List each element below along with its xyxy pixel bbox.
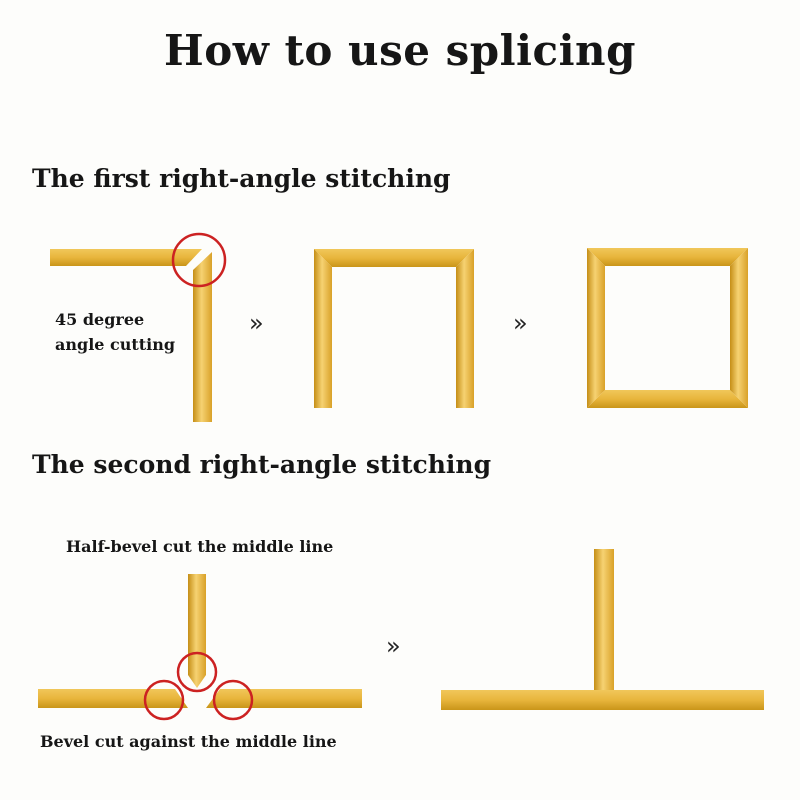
- page-title: How to use splicing: [164, 26, 636, 75]
- callout-angle-cutting: angle cutting: [55, 335, 176, 354]
- t-joint-assembled: [441, 549, 764, 710]
- vertical-middle-strip: [188, 574, 206, 688]
- callout-bevel-against: Bevel cut against the middle line: [40, 732, 337, 751]
- frame-bottom: [587, 390, 748, 408]
- right-horizontal-strip: [206, 689, 362, 708]
- frame-right: [730, 248, 748, 408]
- next-step-arrow-icon: »: [513, 309, 528, 337]
- frame-top: [587, 248, 748, 266]
- frame-top: [314, 249, 474, 267]
- next-step-arrow-icon: »: [249, 309, 264, 337]
- horizontal-strip: [50, 249, 202, 266]
- section-heading-second: The second right-angle stitching: [32, 450, 492, 479]
- frame-right: [456, 249, 474, 408]
- section-heading-first: The first right-angle stitching: [32, 164, 451, 193]
- vertical-strip: [193, 252, 212, 422]
- callout-half-bevel: Half-bevel cut the middle line: [66, 537, 334, 556]
- strip-pair-45-cut: [50, 232, 227, 422]
- square-frame: [587, 248, 748, 408]
- vertical-strip: [594, 549, 614, 692]
- frame-left: [587, 248, 605, 408]
- left-horizontal-strip: [38, 689, 188, 708]
- cut-marker-icon: [176, 651, 218, 693]
- next-step-arrow-icon: »: [386, 632, 401, 660]
- horizontal-strip: [441, 690, 764, 710]
- frame-left: [314, 249, 332, 408]
- callout-45-degree: 45 degree: [55, 310, 145, 329]
- cut-marker-icon: [212, 679, 254, 721]
- u-frame: [314, 249, 474, 408]
- t-joint-pieces: [38, 574, 362, 721]
- cut-marker-icon: [171, 232, 227, 288]
- cut-marker-icon: [143, 679, 185, 721]
